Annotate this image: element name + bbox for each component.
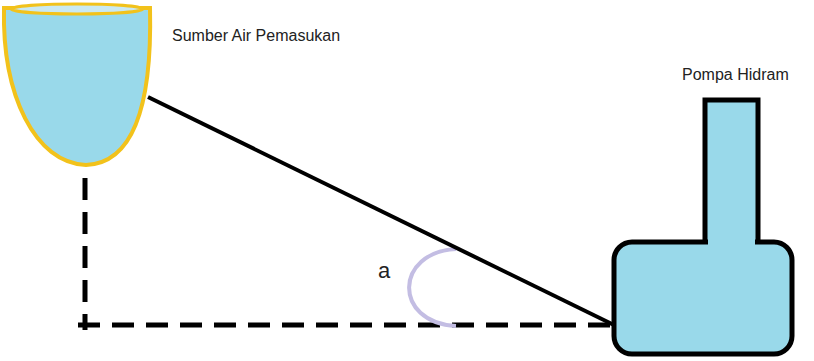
pump-body xyxy=(605,62,810,359)
water-source: Sumber Air Pemasukan xyxy=(0,0,380,175)
node-title: Pompa Hidram xyxy=(682,66,789,84)
node-title: Sumber Air Pemasukan xyxy=(172,27,340,45)
water-tank xyxy=(0,0,380,175)
hydram-pump: Pompa Hidram xyxy=(605,62,810,359)
angle-arc xyxy=(409,249,456,326)
horizontal-dashed-line xyxy=(78,323,612,328)
angle-label: a xyxy=(378,258,390,284)
supply-pipe xyxy=(148,97,614,325)
vertical-dashed-line xyxy=(83,178,88,330)
